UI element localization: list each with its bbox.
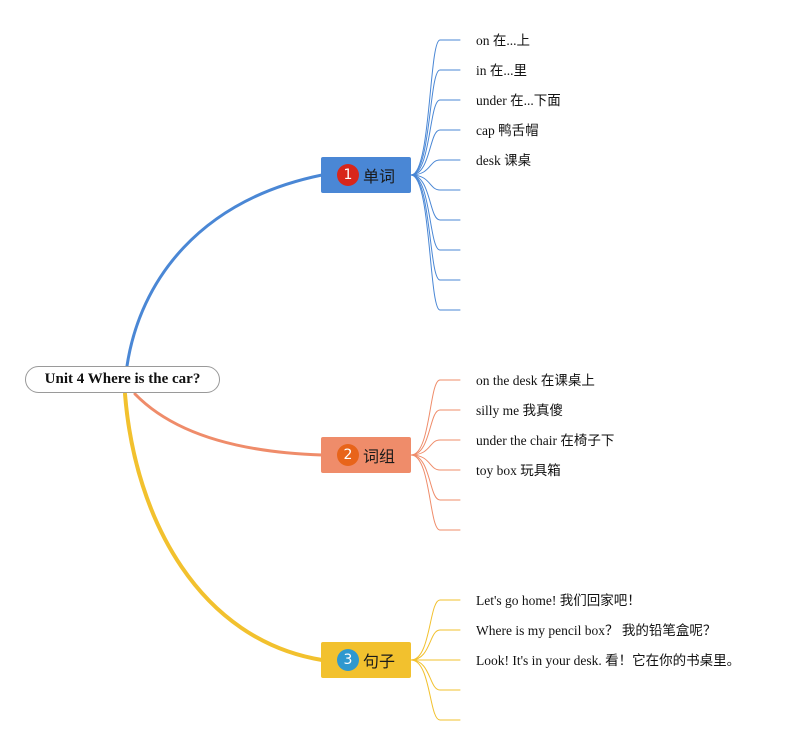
branch-sentences[interactable]: 3 句子 [321, 642, 411, 678]
connector-leaf [410, 174, 461, 191]
connector-leaf [410, 174, 461, 251]
leaf-item[interactable]: silly me 我真傻 [476, 403, 563, 418]
connector-leaf [410, 454, 461, 501]
leaf-item[interactable]: in 在...里 [476, 63, 528, 78]
branch-phrases[interactable]: 2 词组 [321, 437, 411, 473]
connector-leaf [410, 379, 461, 456]
connector-leaf [410, 599, 461, 661]
leaf-item[interactable]: under 在...下面 [476, 93, 561, 108]
connector-leaf [410, 454, 461, 471]
leaf-item[interactable]: on 在...上 [476, 33, 530, 48]
leaf-item[interactable]: Where is my pencil box？ 我的铅笔盒呢？ [476, 623, 717, 638]
connector-root-branch-3 [123, 392, 324, 662]
connector-root-branch-1 [125, 173, 324, 368]
connector-root-branch-2 [133, 392, 324, 457]
connector-leaf [410, 174, 461, 221]
connector-leaf [410, 409, 461, 456]
leaf-item[interactable]: on the desk 在课桌上 [476, 373, 595, 388]
connector-leaf [410, 454, 461, 531]
connector-leaf [410, 99, 461, 176]
connector-leaf [410, 174, 461, 311]
leaf-item[interactable]: Let's go home! 我们回家吧！ [476, 593, 641, 608]
number-badge-3: 3 [336, 649, 359, 671]
branch-label: 词组 [362, 447, 395, 466]
connector-leaf [410, 439, 461, 456]
connector-leaf [410, 39, 461, 176]
connector-leaf [410, 69, 461, 176]
root-title: Unit 4 Where is the car? [44, 371, 201, 387]
connector-leaf [410, 659, 461, 721]
branch-label: 句子 [362, 652, 395, 671]
branch-label: 单词 [362, 167, 395, 186]
connector-leaf [410, 659, 461, 691]
number-badge-2: 2 [336, 444, 359, 466]
leaf-item[interactable]: cap 鸭舌帽 [476, 123, 539, 138]
leaf-item[interactable]: under the chair 在椅子下 [476, 433, 615, 448]
branch-words[interactable]: 1 单词 [321, 157, 411, 193]
connector-leaf [410, 174, 461, 281]
root-topic[interactable]: Unit 4 Where is the car? [25, 366, 220, 393]
connector-leaf [410, 629, 461, 661]
connector-leaf [410, 129, 461, 176]
leaf-item[interactable]: desk 课桌 [476, 153, 532, 168]
connector-leaf [410, 159, 461, 176]
number-badge-1: 1 [336, 164, 359, 186]
leaf-item[interactable]: Look! It's in your desk. 看！它在你的书桌里。 [476, 653, 741, 668]
leaf-item[interactable]: toy box 玩具箱 [476, 463, 561, 478]
